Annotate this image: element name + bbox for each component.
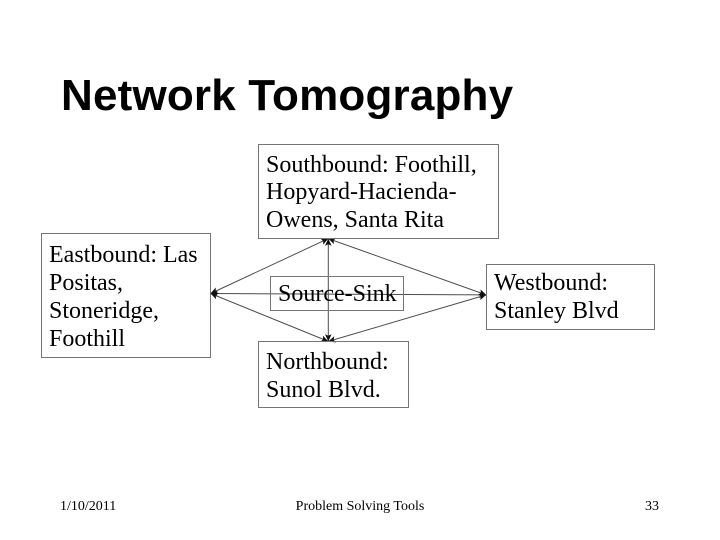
box-source-sink-text: Source-Sink xyxy=(278,281,397,309)
text-line: Eastbound: Las xyxy=(49,242,198,268)
text-line: Southbound: Foothill, xyxy=(266,152,477,178)
text-line: Sunol Blvd. xyxy=(266,376,381,403)
text-line: Westbound: xyxy=(494,270,609,296)
box-source-sink: Source-Sink xyxy=(270,276,404,311)
text-line: Source-Sink xyxy=(278,281,397,307)
text-line: Stanley Blvd xyxy=(494,298,619,324)
box-southbound: Southbound: Foothill, Hopyard-Hacienda- … xyxy=(258,144,499,239)
box-northbound: Northbound: Sunol Blvd. xyxy=(258,341,409,408)
slide-title: Network Tomography xyxy=(61,71,514,120)
footer-date: 1/10/2011 xyxy=(60,499,117,514)
text-line: Foothill xyxy=(49,326,126,352)
text-line: Owens, Santa Rita xyxy=(266,206,444,233)
arrow-east-south xyxy=(210,238,329,294)
arrow-south-west xyxy=(328,237,487,296)
box-westbound-text: Westbound: Stanley Blvd xyxy=(494,269,619,325)
box-eastbound-text: Eastbound: Las Positas, Stoneridge, Foot… xyxy=(49,241,198,353)
box-westbound: Westbound: Stanley Blvd xyxy=(486,264,655,330)
arrow-east-north xyxy=(210,293,329,342)
box-northbound-text: Northbound: Sunol Blvd. xyxy=(266,349,389,404)
box-southbound-text: Southbound: Foothill, Hopyard-Hacienda- … xyxy=(266,152,477,234)
text-line: Positas, xyxy=(49,270,124,296)
footer-title: Problem Solving Tools xyxy=(295,499,425,514)
text-line: Hopyard-Hacienda- xyxy=(266,179,457,206)
footer-page-number: 33 xyxy=(645,499,659,514)
text-line: Stoneridge, xyxy=(49,298,159,324)
text-line: Northbound: xyxy=(266,349,389,375)
box-eastbound: Eastbound: Las Positas, Stoneridge, Foot… xyxy=(41,233,211,358)
arrow-north-west xyxy=(328,293,487,343)
